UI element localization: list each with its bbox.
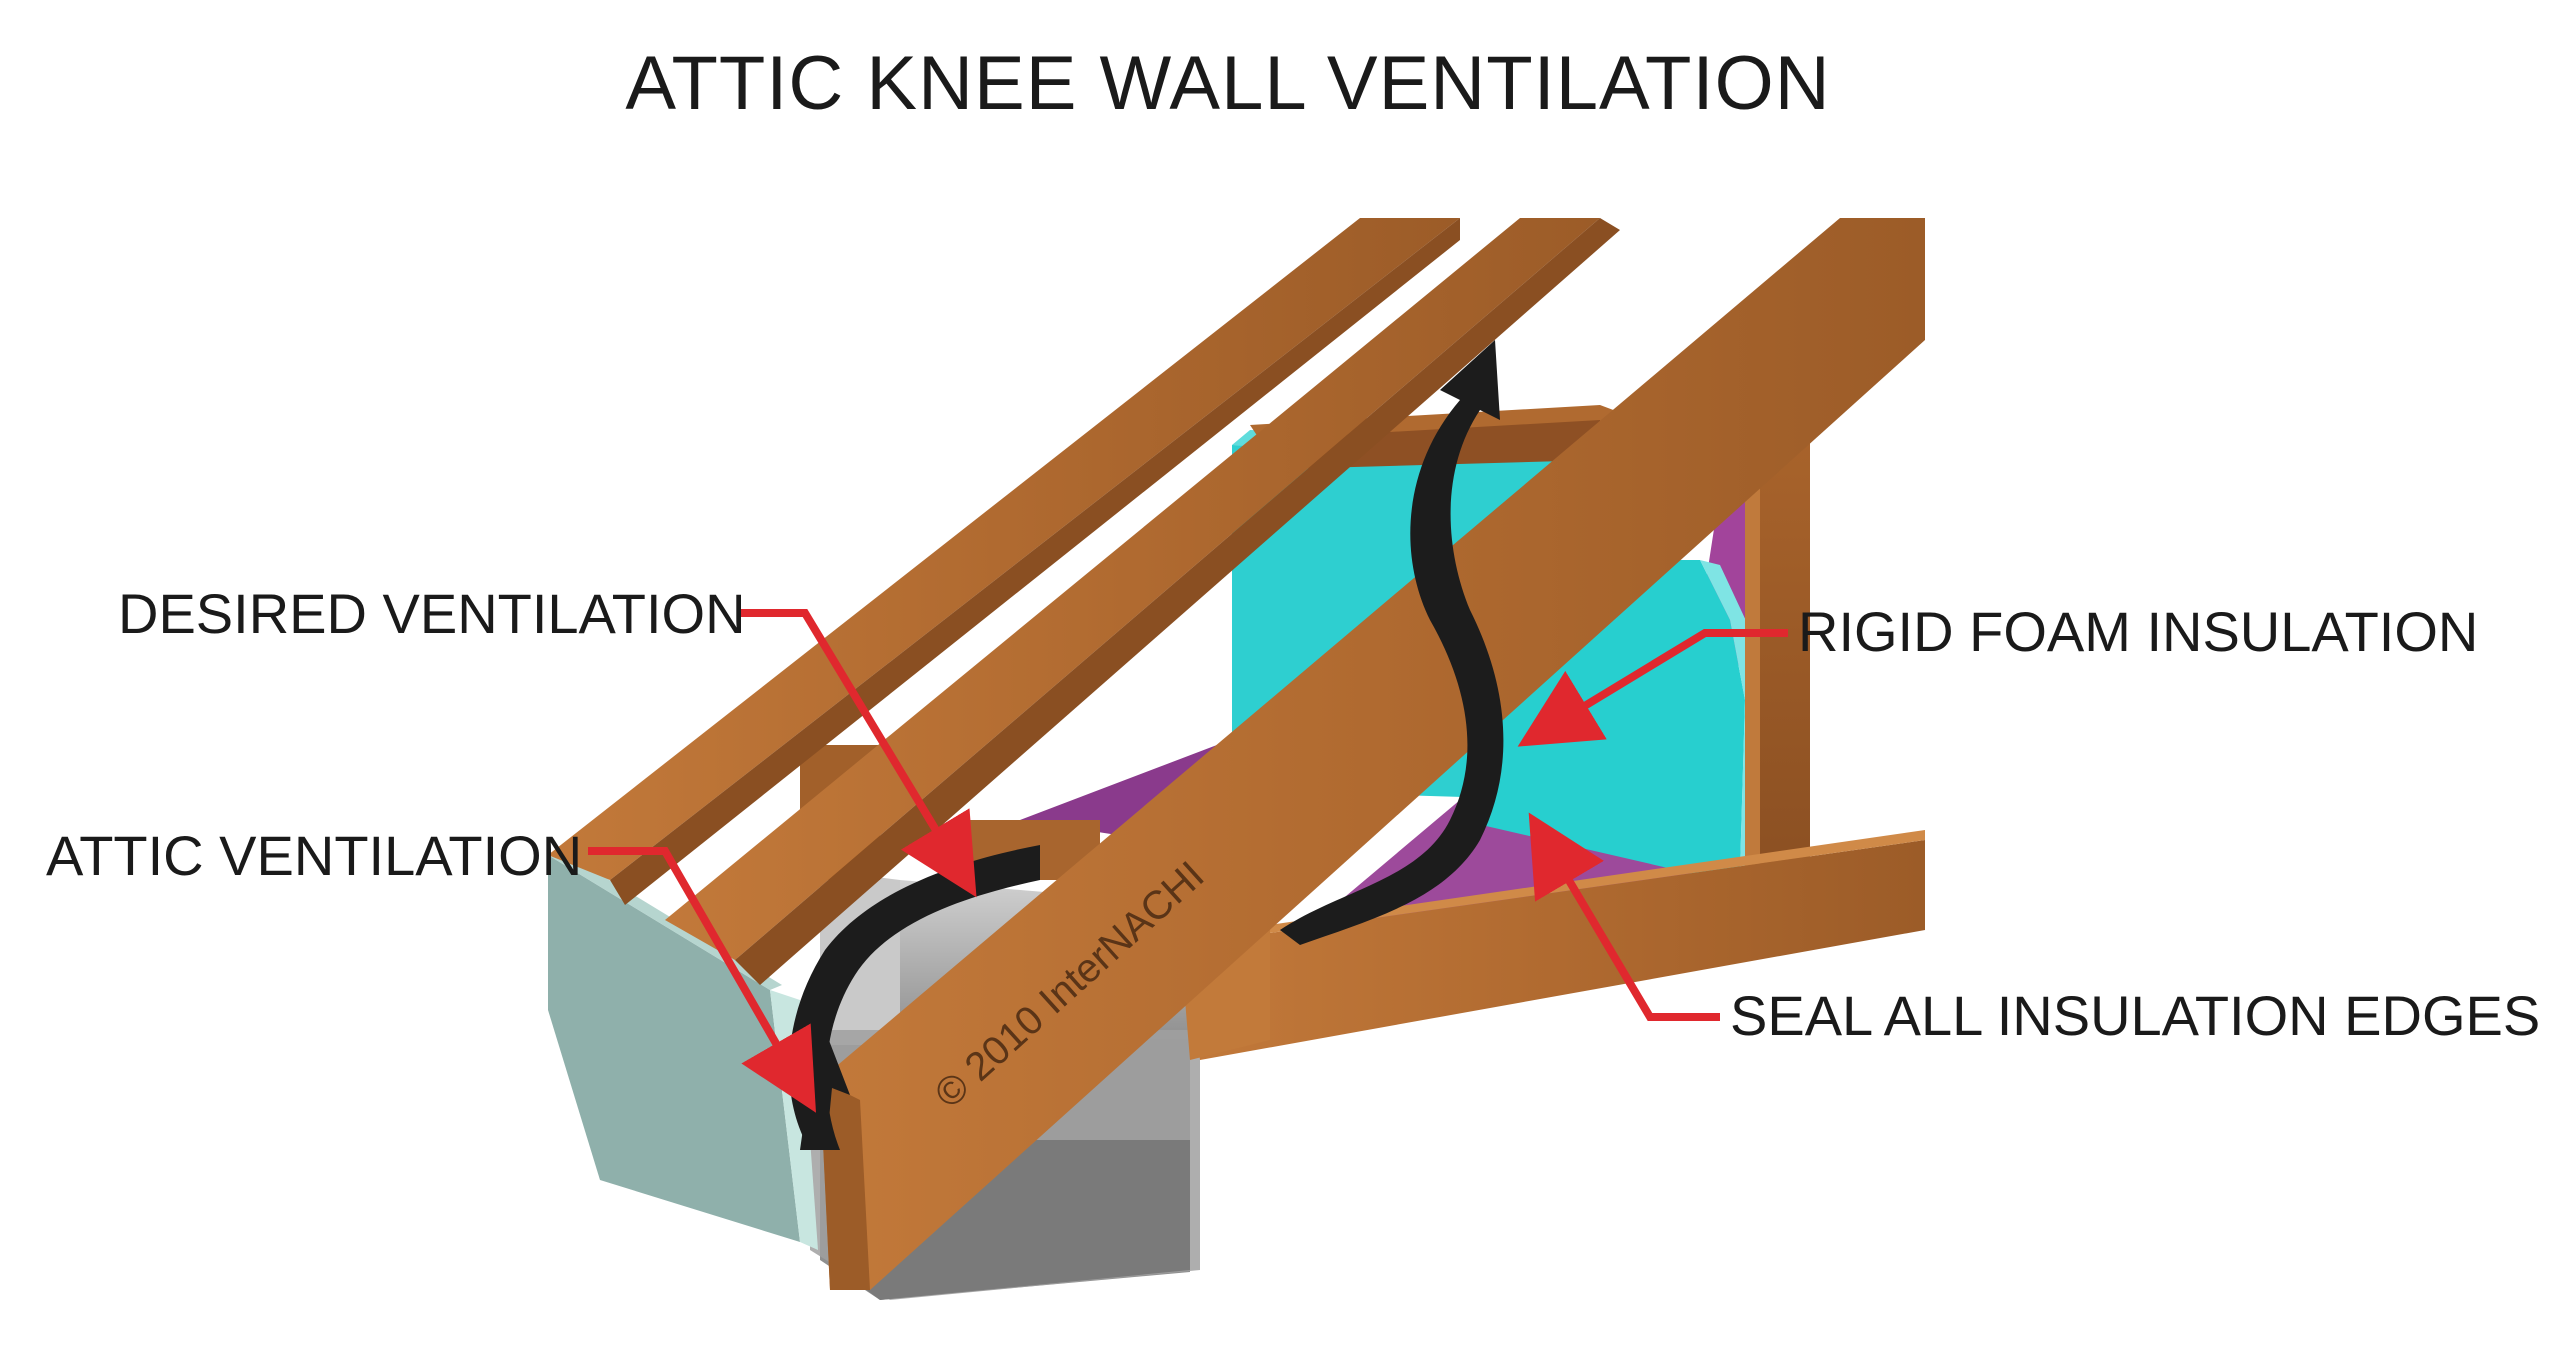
leader-rigid [1517, 629, 1788, 747]
leader-lines [588, 609, 1788, 1113]
airflow-arrows [789, 340, 1504, 1150]
leader-attic [588, 847, 816, 1113]
label-attic-ventilation: ATTIC VENTILATION [46, 824, 583, 887]
label-desired-ventilation: DESIRED VENTILATION [118, 582, 746, 645]
attic-vent-up-arrow-icon [790, 1030, 850, 1150]
ridge-airflow-icon [1280, 340, 1504, 945]
diagram-title: ATTIC KNEE WALL VENTILATION [625, 41, 1831, 126]
label-rigid-foam-insulation: RIGID FOAM INSULATION [1798, 600, 2479, 663]
label-seal-insulation-edges: SEAL ALL INSULATION EDGES [1730, 984, 2541, 1047]
leader-desired [740, 609, 977, 898]
leader-seal [1528, 812, 1720, 1021]
